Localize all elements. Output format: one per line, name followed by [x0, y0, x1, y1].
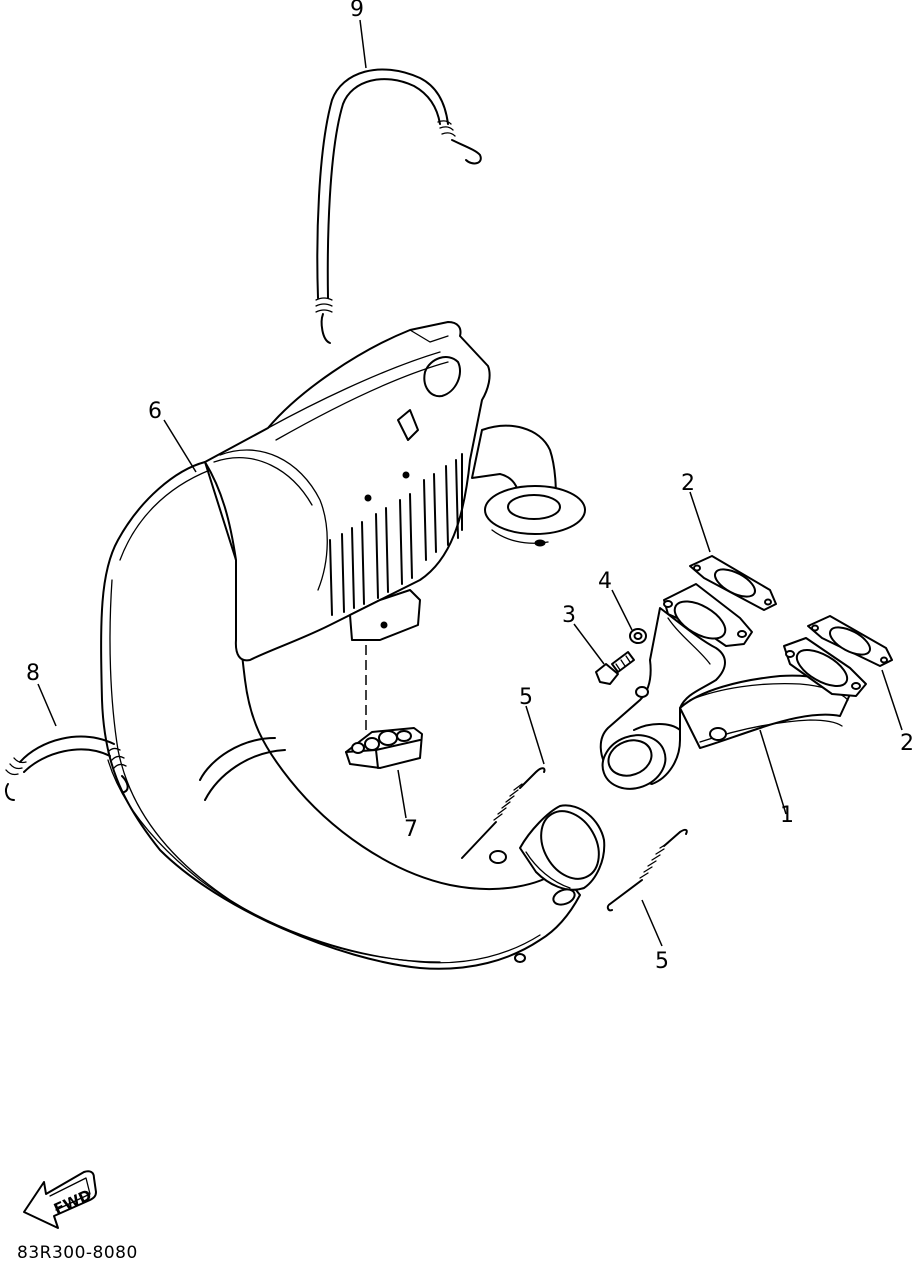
callout-3: 3 [562, 603, 576, 628]
callout-9: 9 [350, 0, 364, 22]
spring-5b-icon [606, 828, 688, 912]
callout-6: 6 [148, 399, 162, 424]
callout-7: 7 [404, 817, 418, 842]
callout-2b: 2 [900, 731, 914, 756]
part-code: 83R300-8080 [17, 1243, 138, 1263]
hook-spring-8-icon [5, 735, 129, 801]
bracket-7-icon [345, 645, 423, 769]
bolt-3-icon [595, 651, 635, 685]
callout-5a: 5 [519, 685, 533, 710]
washer-4-icon [629, 628, 647, 644]
muffler-6-icon [100, 321, 606, 970]
forward-arrow-icon: FWD [23, 1170, 97, 1229]
y-exhaust-pipe-1-icon [599, 583, 867, 790]
leader-lines [37, 19, 903, 947]
callout-1: 1 [780, 803, 794, 828]
callout-4: 4 [598, 569, 612, 594]
callout-labels: 9 6 2 4 3 5 8 2 7 1 5 [26, 0, 914, 974]
callout-2a: 2 [681, 471, 695, 496]
flange-gasket-2b-icon [807, 615, 893, 667]
spring-5a-icon [461, 767, 546, 859]
callout-5b: 5 [655, 949, 669, 974]
callout-8: 8 [26, 661, 40, 686]
flange-gasket-2a-icon [689, 555, 777, 611]
hook-spring-9-icon [315, 68, 482, 344]
